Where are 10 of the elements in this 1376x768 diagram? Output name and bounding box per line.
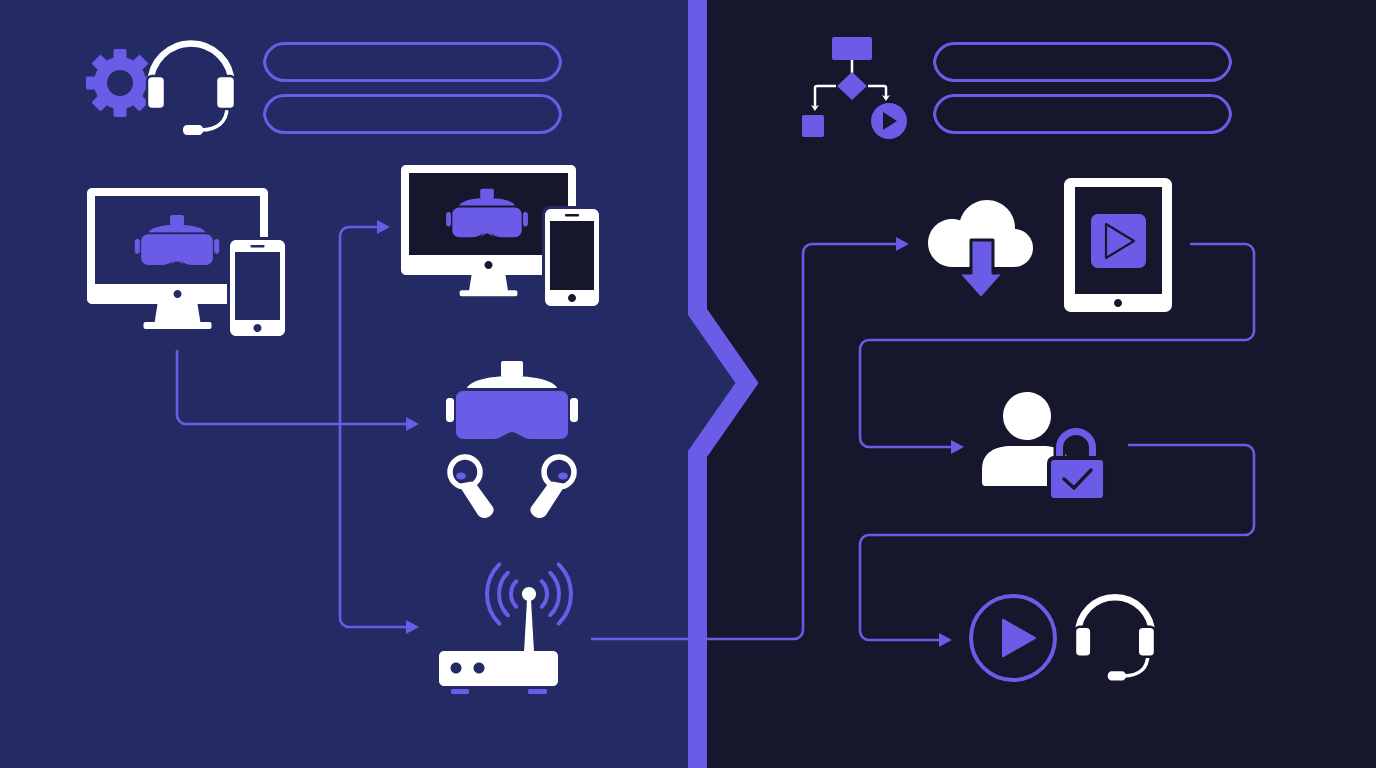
rounded-bar bbox=[263, 42, 562, 82]
desktop-phone-icon bbox=[87, 188, 288, 339]
tablet-play-icon bbox=[1064, 178, 1172, 312]
monitor-phone-icon bbox=[401, 165, 602, 309]
play-icon bbox=[969, 594, 1057, 682]
rounded-bar bbox=[933, 42, 1232, 82]
rounded-bar bbox=[263, 94, 562, 134]
vr-headset-controllers-icon bbox=[446, 361, 578, 518]
wifi-router-icon bbox=[439, 562, 573, 694]
rounded-bar bbox=[933, 94, 1232, 134]
